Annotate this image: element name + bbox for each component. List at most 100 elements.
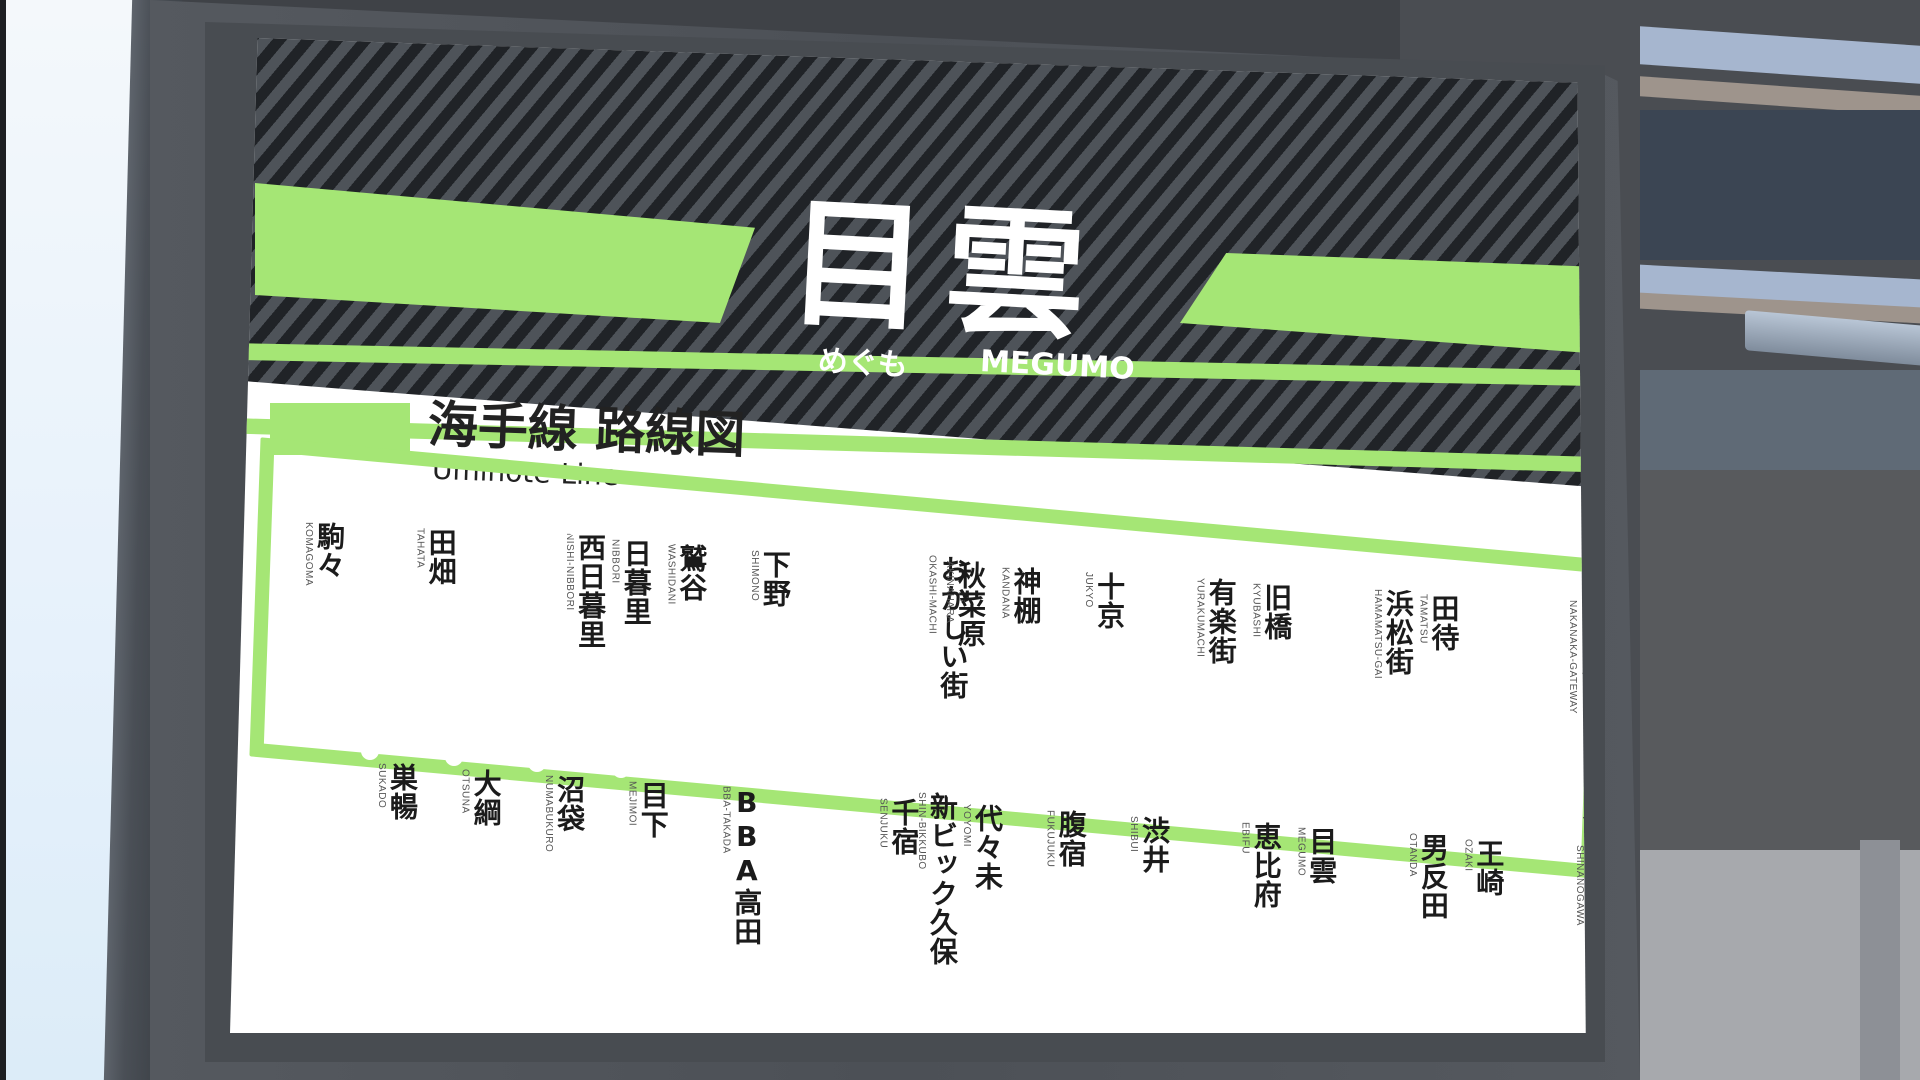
station-name-en: KYUBASHI: [1250, 583, 1262, 638]
station-dot: [566, 517, 585, 536]
station-dot: [528, 753, 547, 772]
station-dot: [1113, 794, 1132, 813]
station-name-en: FUKUJUKU: [1044, 809, 1056, 868]
station-dot: [862, 777, 881, 796]
station-name-jp: 十京: [1093, 572, 1127, 631]
station-dot: [611, 759, 630, 778]
station-dot: [1235, 562, 1254, 581]
station-name-en: NIBBORI: [609, 538, 621, 584]
station-dot: [361, 742, 379, 760]
station-name-jp: 有楽街: [1204, 577, 1238, 665]
station-name-jp: 目雲: [1305, 827, 1339, 886]
station-name-jp: 鷲谷: [675, 544, 709, 603]
station-name-jp: 西日暮里: [574, 533, 608, 650]
station-dot: [1447, 818, 1466, 837]
station-name-jp: BBA高田: [730, 786, 764, 947]
station-name-jp: おかしい街: [936, 555, 970, 701]
station-dot: [1068, 551, 1087, 570]
station-name-en: NISHI-NIBBORI: [564, 533, 576, 611]
station-name-jp: 目下: [636, 780, 670, 839]
station-dot: [1486, 579, 1504, 597]
station-dot: [399, 506, 418, 525]
station-dot: [1029, 788, 1048, 807]
station-dot: [1363, 812, 1382, 831]
station-name-jp: 王崎: [1472, 839, 1506, 898]
station-name-en: SENJUKU: [877, 798, 889, 849]
station-name-en: MEGUMO: [1295, 827, 1307, 877]
station-name-jp: 新ビック久保: [925, 792, 959, 967]
station-name-en: OTSUNA: [459, 768, 471, 814]
station-name-en: NAKANAKA-GATEWAY: [1567, 600, 1578, 714]
station-name-en: SHIBUI: [1128, 815, 1140, 853]
station-name-en: YOYOMI: [961, 804, 972, 848]
station-name-en: KANDANA: [999, 566, 1011, 619]
station-dot: [483, 512, 502, 531]
station-name-en: BBA-TAKADA: [720, 786, 732, 855]
station-name-jp: 日暮里: [619, 538, 653, 626]
platform-wall: [1640, 470, 1920, 850]
station-name-en: SHINANOGAWA: [1574, 845, 1585, 926]
ceiling-panel: [1640, 110, 1920, 260]
station-dot: [901, 540, 919, 558]
station-name-en: YURAKUMACHI: [1194, 577, 1206, 658]
station-name-jp: 巣暢: [386, 763, 419, 821]
station-name-en: OZAKI: [1462, 839, 1474, 872]
station-name-jp: 大綱: [469, 768, 503, 827]
station-name-en: SUKADO: [376, 763, 387, 809]
station-dot: [817, 534, 836, 553]
station-dot: [695, 765, 714, 784]
station-name-jp: 秋菜原: [954, 561, 987, 648]
station-name-kana: めぐも: [816, 343, 909, 384]
map-title-accent: [270, 403, 410, 455]
station-name-en: NUMABUKURO: [543, 774, 555, 852]
concrete-wall: [1640, 370, 1920, 470]
station-label[interactable]: 中々ゲートウェイNAKANAKA-GATEWAY: [1473, 600, 1586, 832]
station-name-en: SHIN-BIKKUBO: [915, 792, 927, 870]
station-name-jp: 田畑: [424, 527, 458, 586]
station-dot: [733, 528, 752, 547]
station-dot: [946, 783, 964, 801]
station-name-en: WASHIDANI: [665, 544, 677, 606]
station-name-en: OKASHI-MACHI: [926, 555, 938, 635]
station-name-en: EBIFU: [1239, 821, 1251, 854]
station-name-en: HAMAMATSU-GAI: [1371, 588, 1383, 680]
station-name-en: TAHATA: [414, 527, 426, 568]
station-dot: [316, 501, 334, 519]
station-name-jp: 駒々: [313, 522, 346, 580]
station-dot: [1151, 556, 1170, 575]
station-name-en: JUKYO: [1083, 572, 1095, 608]
station-name-jp: 浜松街: [1381, 588, 1415, 676]
station-name-jp: 田待: [1427, 594, 1461, 653]
station-name-jp: 腹宿: [1054, 809, 1088, 868]
station-name-jp: 旧橋: [1260, 583, 1294, 642]
